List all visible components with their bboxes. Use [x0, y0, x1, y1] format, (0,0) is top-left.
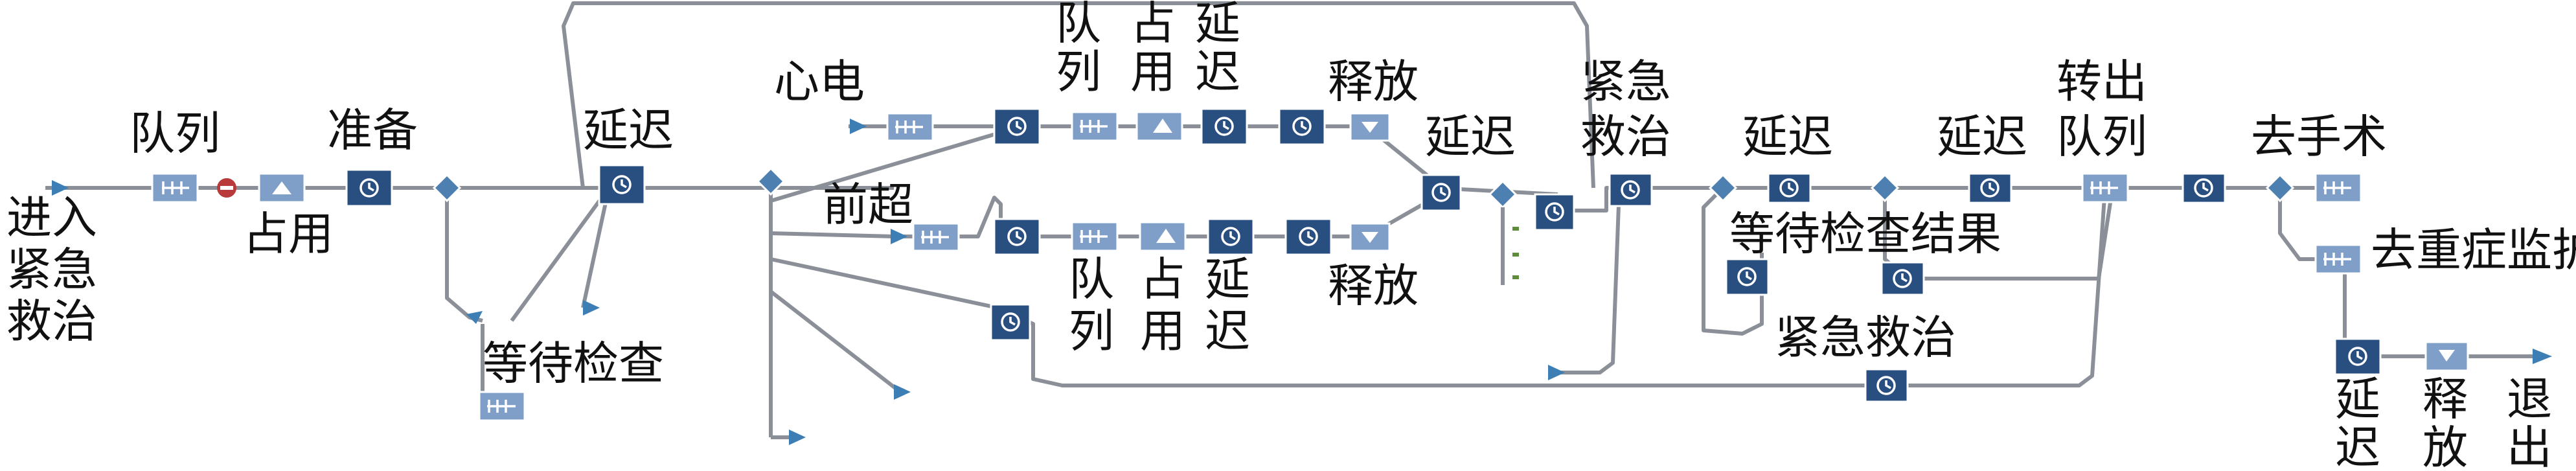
- label-delay-b: 延迟: [1937, 110, 2027, 163]
- queue-block: [151, 172, 199, 203]
- label-ecg-queue-2: 列: [1056, 45, 1101, 98]
- label-enter-1: 进入: [6, 191, 97, 244]
- port-marker: [1512, 227, 1519, 231]
- sink-arrow-icon: [789, 430, 806, 445]
- lower-treat-delay: [1864, 368, 1909, 403]
- sink-arrow-icon: [894, 384, 911, 400]
- exit-diamond: [2265, 173, 2295, 203]
- label-delay: 延迟: [583, 104, 674, 157]
- wait-check-block: [478, 391, 526, 422]
- ecg-queue-source: [886, 112, 934, 142]
- label-ecg-delay-2: 迟: [1195, 45, 1240, 98]
- final-release-block: [2424, 341, 2469, 372]
- ecg-delay-first: [993, 108, 1041, 146]
- flow-blocks: [52, 108, 2552, 445]
- us-delay-release-prep: [1284, 218, 1332, 256]
- transfer-delay-block: [2182, 172, 2226, 204]
- label-us-delay-2: 迟: [1205, 304, 1250, 358]
- prepare-block: [345, 168, 393, 207]
- label-us-queue-2: 列: [1069, 304, 1114, 358]
- label-us-seize-1: 占: [1140, 253, 1185, 306]
- label-transfer-1: 转出: [2057, 55, 2147, 108]
- us-delay-block: [1207, 218, 1255, 256]
- icu-queue-block: [2314, 244, 2362, 275]
- label-ecg-seize-1: 占: [1130, 0, 1176, 50]
- hold-icon: [466, 311, 483, 324]
- label-us-delay-1: 延: [1205, 253, 1250, 306]
- ecg-seize-block: [1135, 111, 1183, 142]
- label-emergency-treat-1: 紧急: [1580, 55, 1671, 108]
- label-release-top: 释放: [1328, 55, 1419, 108]
- ecg-release-block: [1349, 112, 1391, 142]
- ecg-delay-block: [1200, 108, 1248, 146]
- label-ecg-delay-1: 延: [1195, 0, 1240, 50]
- label-seize: 占用: [243, 207, 334, 260]
- label-release-bottom: 释放: [1328, 259, 1419, 312]
- label-wait-check: 等待检查: [483, 337, 664, 390]
- us-delay-first: [993, 218, 1041, 256]
- port-marker: [1512, 253, 1519, 257]
- label-go-icu: 去重症监护: [2371, 224, 2576, 277]
- merge-delay-block: [1420, 174, 1462, 212]
- label-queue: 队列: [130, 107, 220, 160]
- label-us-queue-1: 队: [1069, 253, 1114, 306]
- branch-diamond: [756, 167, 786, 196]
- label-emergency-treat-bottom: 紧急救治: [1775, 311, 1956, 364]
- us-queue-block: [1071, 221, 1119, 252]
- sink-arrow-icon: [583, 300, 600, 316]
- us-release-block: [1349, 222, 1391, 252]
- label-enter-3: 救治: [6, 295, 97, 348]
- label-go-surgery: 去手术: [2251, 110, 2387, 163]
- label-ultrasound: 前超: [823, 178, 913, 231]
- label-delay-merge: 延迟: [1425, 110, 1516, 163]
- source-arrow-icon: [1548, 365, 1565, 380]
- label-wait-result: 等待检查结果: [1729, 207, 2001, 260]
- merge-side-delay: [1534, 193, 1575, 231]
- ecg-queue-block: [1071, 111, 1119, 142]
- label-transfer-2: 队列: [2057, 110, 2147, 163]
- ecg-delay-release-prep: [1278, 108, 1326, 146]
- final-delay-block: [2334, 338, 2382, 376]
- diagram-labels: 进入 紧急 救治 队列 占用 准备 延迟 等待检查 心电 队 列 占 用 延 迟…: [6, 0, 2576, 471]
- label-ecg: 心电: [774, 55, 865, 108]
- result-diamond: [1870, 173, 1900, 203]
- surgery-queue-block: [2314, 172, 2362, 203]
- source-arrow-icon: [52, 180, 69, 196]
- treat-diamond: [1708, 173, 1738, 203]
- label-enter-2: 紧急: [6, 243, 97, 296]
- select-output-diamond: [432, 173, 462, 203]
- wait-result-delay: [1725, 258, 1770, 296]
- transfer-queue-block: [2081, 172, 2129, 203]
- label-emergency-treat-2: 救治: [1580, 110, 1671, 163]
- label-exit-2: 出: [2507, 421, 2552, 471]
- label-exit-1: 退: [2507, 373, 2552, 426]
- wait-result-block-right: [1880, 261, 1925, 296]
- label-ecg-queue-1: 队: [1056, 0, 1101, 50]
- label-final-release-2: 放: [2422, 421, 2468, 471]
- label-us-seize-2: 用: [1140, 304, 1185, 358]
- us-queue-source: [912, 222, 960, 252]
- lower-emergency-delay: [990, 303, 1031, 341]
- label-ecg-seize-2: 用: [1130, 45, 1176, 98]
- exit-arrow-icon: [2533, 349, 2552, 364]
- delay-b-block: [1968, 172, 2012, 204]
- label-final-release-1: 释: [2422, 373, 2468, 426]
- port-marker: [1512, 275, 1519, 279]
- source-arrow-icon: [850, 119, 867, 134]
- label-delay-a: 延迟: [1742, 110, 1833, 163]
- delay-a-block: [1767, 172, 1812, 204]
- seize-block: [258, 172, 306, 203]
- delay-block: [598, 164, 646, 205]
- label-final-delay-2: 迟: [2335, 421, 2380, 471]
- emergency-treat-delay: [1608, 172, 1653, 207]
- label-prepare: 准备: [327, 104, 418, 157]
- label-final-delay-1: 延: [2335, 373, 2380, 426]
- source-arrow-icon: [891, 229, 907, 244]
- merge-diamond: [1488, 179, 1518, 209]
- us-seize-block: [1139, 221, 1187, 252]
